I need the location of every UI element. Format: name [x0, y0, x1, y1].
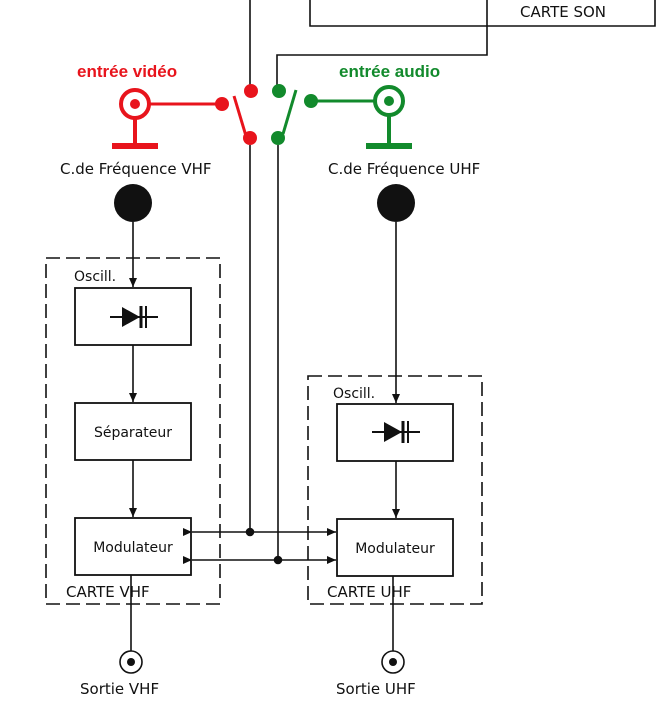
video-connector-icon: [119, 88, 229, 120]
vhf-output-connector-icon: [119, 650, 143, 674]
audio-switch-icon: [271, 84, 298, 145]
carte-son-label: CARTE SON: [520, 3, 606, 21]
vhf-frequency-knob-icon: [114, 184, 152, 222]
uhf-diode-icon: [372, 421, 420, 443]
vhf-card-label: CARTE VHF: [66, 583, 150, 601]
vhf-osc-label: Oscill.: [74, 269, 116, 285]
uhf-frequency-label: C.de Fréquence UHF: [328, 160, 480, 178]
audio-connector-icon: [304, 85, 405, 117]
video-switch-icon: [232, 84, 258, 145]
vhf-output: Sortie VHF: [80, 575, 159, 698]
uhf-card: Oscill. Modulateur CARTE UHF: [307, 222, 483, 605]
vhf-modulator-block: [74, 517, 192, 576]
video-input: entrée vidéo: [77, 62, 258, 149]
uhf-card-label: CARTE UHF: [327, 583, 411, 601]
uhf-output: Sortie UHF: [336, 576, 416, 698]
carte-son: CARTE SON: [309, 0, 656, 27]
uhf-output-label: Sortie UHF: [336, 680, 416, 698]
video-input-label: entrée vidéo: [77, 62, 177, 81]
uhf-oscillator-block: [336, 403, 454, 462]
vhf-card: Oscill. Séparateur Modulateur CARTE VHF: [45, 222, 221, 605]
uhf-output-connector-icon: [381, 650, 405, 674]
uhf-osc-label: Oscill.: [333, 386, 375, 402]
vhf-diode-icon: [110, 306, 158, 328]
audio-input: entrée audio: [271, 62, 440, 149]
video-ground-icon: [112, 118, 158, 149]
vhf-frequency-label: C.de Fréquence VHF: [60, 160, 212, 178]
vhf-modulator-label: Modulateur: [93, 540, 173, 556]
vhf-output-label: Sortie VHF: [80, 680, 159, 698]
vhf-separator-label: Séparateur: [94, 425, 172, 441]
modulator-links: [183, 527, 336, 565]
control-lines: [249, 0, 488, 560]
audio-input-label: entrée audio: [339, 62, 440, 81]
uhf-modulator-block: [336, 518, 454, 577]
uhf-frequency-knob-icon: [377, 184, 415, 222]
uhf-modulator-label: Modulateur: [355, 541, 435, 557]
audio-ground-icon: [366, 115, 412, 149]
